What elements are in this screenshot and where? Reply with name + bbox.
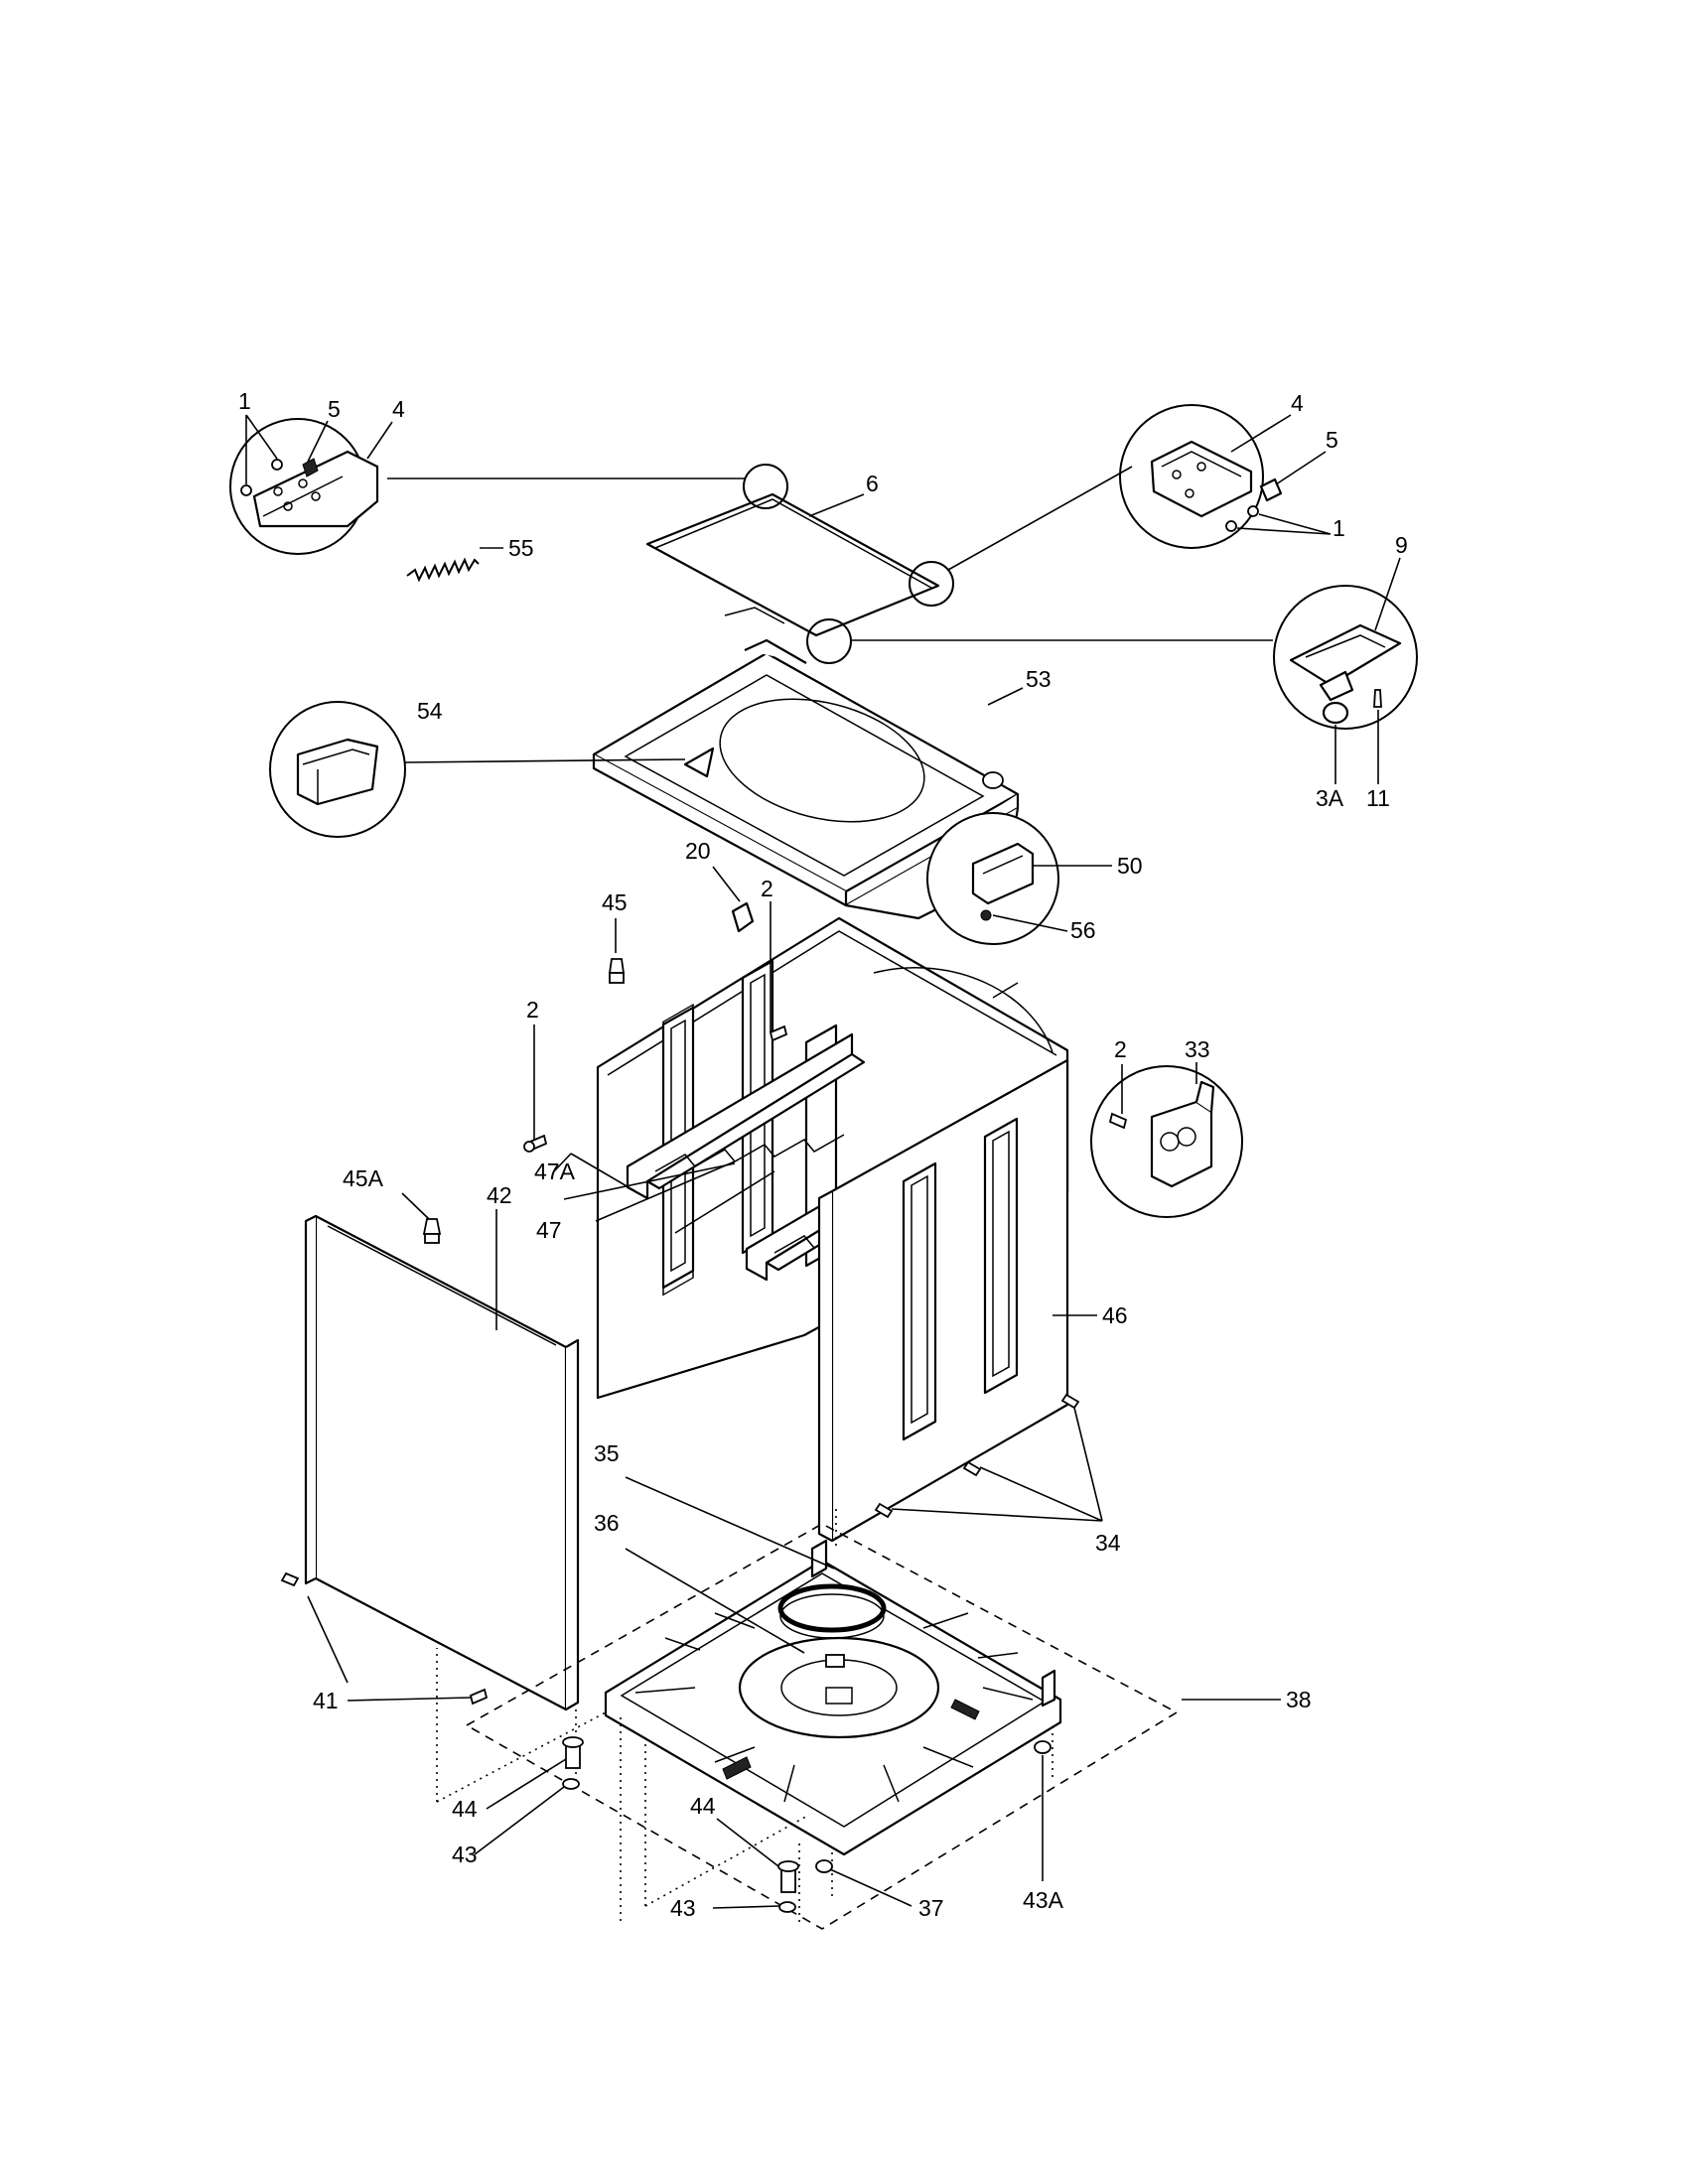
callout-55: 55: [508, 535, 534, 561]
callout-44-center: 44: [690, 1793, 716, 1819]
callout-3a: 3A: [1316, 785, 1344, 811]
callout-2-right: 2: [1114, 1036, 1127, 1062]
base-part-38: [604, 1539, 1062, 1856]
callout-50: 50: [1117, 853, 1143, 879]
detail-circle-switch-50: [926, 812, 1059, 945]
hardware: [280, 901, 1080, 1913]
callout-37: 37: [918, 1895, 944, 1921]
cross-brace-part-47a: [626, 1032, 866, 1200]
alignment-lines: [436, 1509, 1179, 1930]
callout-5-left: 5: [328, 396, 341, 422]
detail-circle-dispenser-54: [269, 701, 406, 838]
callout-1-left: 1: [238, 388, 251, 414]
callout-43a: 43A: [1023, 1887, 1064, 1913]
callout-20: 20: [685, 838, 711, 864]
callout-5-right: 5: [1326, 427, 1338, 453]
callout-45a: 45A: [343, 1165, 384, 1191]
callout-36: 36: [594, 1510, 620, 1536]
callout-35: 35: [594, 1440, 620, 1466]
callout-44-left: 44: [452, 1796, 478, 1822]
callout-33: 33: [1185, 1036, 1210, 1062]
callout-43-center: 43: [670, 1895, 696, 1921]
callout-43-left: 43: [452, 1842, 478, 1867]
callout-56: 56: [1070, 917, 1096, 943]
callout-34: 34: [1095, 1530, 1121, 1556]
callout-4-left: 4: [392, 396, 405, 422]
callout-1-right: 1: [1333, 515, 1345, 541]
callout-6: 6: [866, 471, 879, 496]
side-panel-part-46: [817, 1058, 1069, 1543]
lid-part-6: [645, 492, 940, 637]
callout-4-right: 4: [1291, 390, 1304, 416]
callout-2-left: 2: [526, 997, 539, 1023]
spring-part-55: [406, 557, 480, 583]
callout-9: 9: [1395, 532, 1408, 558]
leader-lines: [245, 414, 1401, 1909]
callout-47a: 47A: [534, 1159, 576, 1184]
lid-hinge-markers: [743, 464, 954, 664]
callout-labels: 1 5 4 55 6 4 5 1 9 53 54 3A 11 20 50 45 …: [238, 388, 1408, 1921]
detail-circle-top-right: [1119, 404, 1283, 549]
callout-45: 45: [602, 889, 628, 915]
callout-46: 46: [1102, 1302, 1128, 1328]
cabinet-back-frame: [596, 916, 1069, 1400]
callout-2-top: 2: [761, 876, 773, 901]
callout-47: 47: [536, 1217, 562, 1243]
callout-42: 42: [487, 1182, 512, 1208]
detail-circle-top-left: [229, 418, 379, 555]
callout-53: 53: [1026, 666, 1052, 692]
detail-circle-hinge-9: [1273, 585, 1418, 730]
front-panel-part-42: [304, 1214, 580, 1711]
callout-11: 11: [1366, 785, 1390, 811]
detail-circle-valve-33: [1090, 1065, 1243, 1218]
callout-54: 54: [417, 698, 443, 724]
callout-38: 38: [1286, 1687, 1312, 1712]
callout-41: 41: [313, 1688, 339, 1713]
